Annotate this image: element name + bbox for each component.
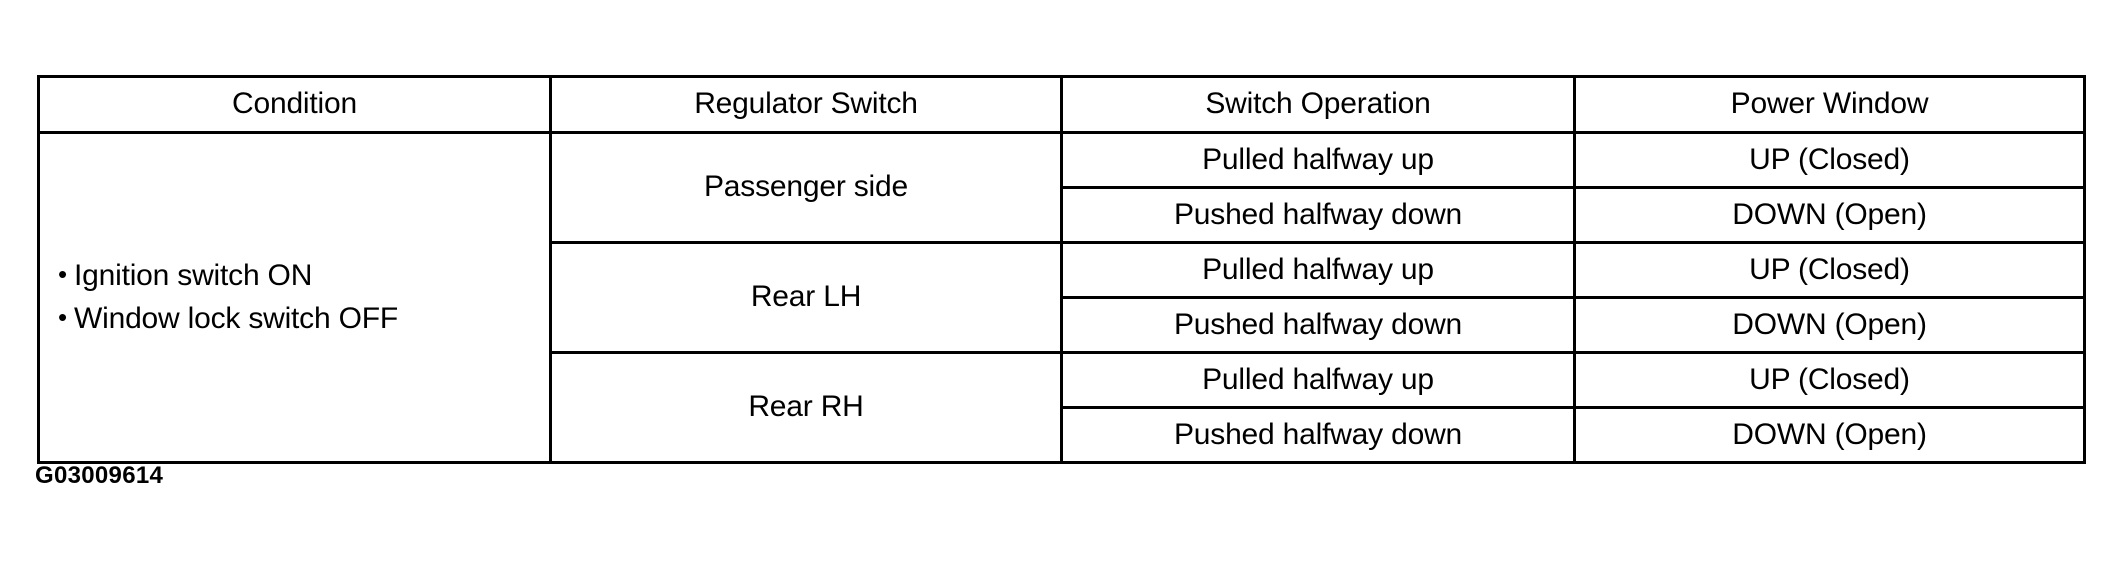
- table-row: Pushed halfway down DOWN (Open): [39, 406, 2086, 464]
- column-header-condition: Condition: [37, 75, 552, 134]
- switch-operation-cell: Pushed halfway down: [1060, 186, 1576, 244]
- power-window-cell: UP (Closed): [1573, 241, 2086, 299]
- table-row: Rear RH Pulled halfway up UP (Closed): [39, 351, 2086, 464]
- power-window-cell: DOWN (Open): [1573, 186, 2086, 244]
- regulator-switch-cell: Rear LH: [549, 241, 1063, 354]
- table-header: Condition Regulator Switch Switch Operat…: [37, 75, 2086, 134]
- column-header-switch-operation: Switch Operation: [1060, 75, 1576, 134]
- condition-bullet-text: Ignition switch ON: [74, 258, 313, 292]
- power-window-cell: DOWN (Open): [1573, 406, 2086, 464]
- figure-id-caption: G03009614: [35, 462, 164, 489]
- switch-operation-cell: Pushed halfway down: [1060, 406, 1576, 464]
- table-row: Rear LH Pulled halfway up UP (Closed): [39, 241, 2086, 354]
- column-header-power-window: Power Window: [1573, 75, 2086, 134]
- table-row: •Ignition switch ON •Window lock switch …: [37, 131, 2086, 464]
- table-body: •Ignition switch ON •Window lock switch …: [37, 131, 2086, 464]
- power-window-cell: UP (Closed): [1573, 131, 2086, 189]
- list-item: •Ignition switch ON: [58, 255, 543, 298]
- switch-operation-cell: Pulled halfway up: [1060, 351, 1576, 409]
- power-window-operation-table: Condition Regulator Switch Switch Operat…: [37, 75, 2086, 464]
- switch-operation-cell: Pulled halfway up: [1060, 241, 1576, 299]
- regulator-switch-cell: Rear RH: [549, 351, 1063, 464]
- column-header-regulator-switch: Regulator Switch: [549, 75, 1063, 134]
- condition-cell: •Ignition switch ON •Window lock switch …: [37, 131, 552, 464]
- bullet-icon: •: [58, 258, 67, 289]
- condition-bullet-text: Window lock switch OFF: [74, 301, 398, 335]
- switch-operation-cell: Pushed halfway down: [1060, 296, 1576, 354]
- table-header-row: Condition Regulator Switch Switch Operat…: [37, 75, 2086, 134]
- switch-operation-cell: Pulled halfway up: [1060, 131, 1576, 189]
- list-item: •Window lock switch OFF: [58, 298, 543, 341]
- bullet-icon: •: [58, 301, 67, 332]
- power-window-cell: DOWN (Open): [1573, 296, 2086, 354]
- regulator-switch-cell: Passenger side: [549, 131, 1063, 244]
- table-row: Pushed halfway down DOWN (Open): [39, 186, 2086, 244]
- condition-bullet-list: •Ignition switch ON •Window lock switch …: [58, 255, 543, 340]
- table-row: Pushed halfway down DOWN (Open): [39, 296, 2086, 354]
- power-window-cell: UP (Closed): [1573, 351, 2086, 409]
